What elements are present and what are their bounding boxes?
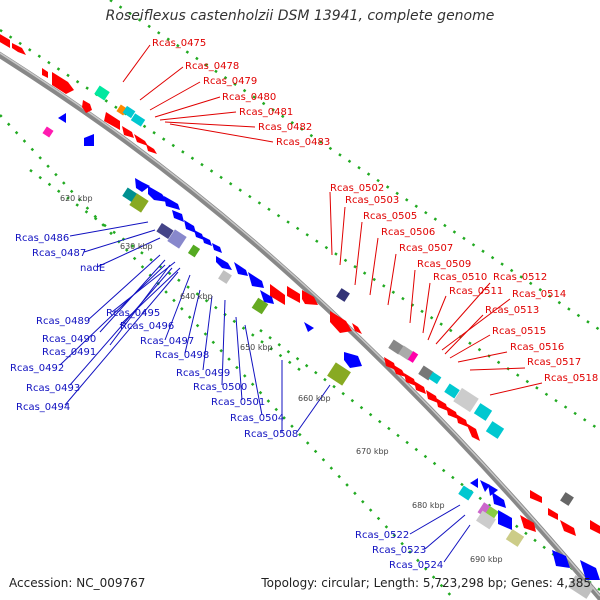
gene-label-reverse: Rcas_0487: [32, 248, 86, 259]
kbp-tick-label: 650 kbp: [240, 343, 273, 352]
gene-label-forward: Rcas_0483: [276, 137, 330, 148]
kbp-ticks: 620 kbp 630 kbp 640 kbp 650 kbp 660 kbp …: [60, 194, 503, 564]
length-value: 5,723,298 bp: [422, 576, 503, 590]
genome-stats: Topology: circular; Length: 5,723,298 bp…: [261, 576, 591, 590]
gene-label-reverse: Rcas_0489: [36, 316, 90, 327]
gene-label-forward: Rcas_0514: [512, 289, 566, 300]
gene-label-forward: Rcas_0518: [544, 373, 598, 384]
kbp-tick-label: 670 kbp: [356, 447, 389, 456]
kbp-tick-label: 660 kbp: [298, 394, 331, 403]
gene-label-reverse: Rcas_0495: [106, 308, 160, 319]
topology-label: Topology:: [261, 576, 318, 590]
genome-backbone-highlight: [0, 52, 600, 597]
gene-label-reverse: Rcas_0524: [389, 560, 443, 571]
forward-label-leaders: [122, 44, 543, 396]
kbp-tick-label: 620 kbp: [60, 194, 93, 203]
genome-backbone: [0, 51, 600, 600]
gene-label-forward: Rcas_0503: [345, 195, 399, 206]
gene-label-reverse: Rcas_0491: [42, 347, 96, 358]
accession-info: Accession: NC_009767: [9, 576, 145, 590]
gene-label-reverse: Rcas_0498: [155, 350, 209, 361]
gene-label-forward: Rcas_0479: [203, 76, 257, 87]
colored-features: [42, 85, 595, 599]
gene-label-forward: Rcas_0517: [527, 357, 581, 368]
map-title: Roseiflexus castenholzii DSM 13941, comp…: [105, 8, 495, 24]
kbp-tick-label: 640 kbp: [180, 292, 213, 301]
forward-genes: [0, 34, 600, 536]
gene-label-forward: Rcas_0513: [485, 305, 539, 316]
reverse-label-leaders: [59, 221, 471, 563]
accession-value: NC_009767: [76, 576, 146, 590]
forward-gene-labels: Rcas_0475 Rcas_0478 Rcas_0479 Rcas_0480 …: [152, 38, 598, 384]
gene-label-reverse: Rcas_0499: [176, 368, 230, 379]
gene-label-forward: Rcas_0480: [222, 92, 276, 103]
gene-label-forward: Rcas_0510: [433, 272, 487, 283]
gene-label-forward: Rcas_0509: [417, 259, 471, 270]
kbp-tick-label: 630 kbp: [120, 242, 153, 251]
gene-label-forward: Rcas_0482: [258, 122, 312, 133]
gene-label-forward: Rcas_0506: [381, 227, 435, 238]
length-label: Length:: [373, 576, 420, 590]
gene-label-reverse: Rcas_0508: [244, 429, 298, 440]
kbp-tick-label: 690 kbp: [470, 555, 503, 564]
gene-label-forward: Rcas_0507: [399, 243, 453, 254]
genes-value: 4,385: [556, 576, 591, 590]
gene-label-reverse: Rcas_0500: [193, 382, 247, 393]
accession-label: Accession:: [9, 576, 73, 590]
gene-label-reverse: nadE: [80, 263, 105, 274]
gene-label-reverse: Rcas_0492: [10, 363, 64, 374]
genes-label: Genes:: [510, 576, 553, 590]
gene-label-forward: Rcas_0515: [492, 326, 546, 337]
gene-label-forward: Rcas_0512: [493, 272, 547, 283]
gene-label-forward: Rcas_0481: [239, 107, 293, 118]
gene-label-forward: Rcas_0516: [510, 342, 564, 353]
gene-label-forward: Rcas_0478: [185, 61, 239, 72]
gene-label-reverse: Rcas_0497: [140, 336, 194, 347]
reverse-genes: [58, 113, 600, 580]
gene-label-reverse: Rcas_0501: [211, 397, 265, 408]
gene-label-reverse: Rcas_0504: [230, 413, 284, 424]
gene-label-reverse: Rcas_0496: [120, 321, 174, 332]
gene-label-forward: Rcas_0475: [152, 38, 206, 49]
gene-label-reverse: Rcas_0490: [42, 334, 96, 345]
gene-label-reverse: Rcas_0494: [16, 402, 70, 413]
gene-label-reverse: Rcas_0486: [15, 233, 69, 244]
kbp-tick-label: 680 kbp: [412, 501, 445, 510]
gene-label-reverse: Rcas_0523: [372, 545, 426, 556]
gene-label-reverse: Rcas_0493: [26, 383, 80, 394]
gene-label-forward: Rcas_0505: [363, 211, 417, 222]
reverse-gene-labels: Rcas_0486 Rcas_0487 nadE Rcas_0489 Rcas_…: [10, 233, 443, 571]
gene-label-forward: Rcas_0511: [449, 286, 503, 297]
topology-value: circular: [321, 576, 366, 590]
gene-label-reverse: Rcas_0522: [355, 530, 409, 541]
gene-label-forward: Rcas_0502: [330, 183, 384, 194]
